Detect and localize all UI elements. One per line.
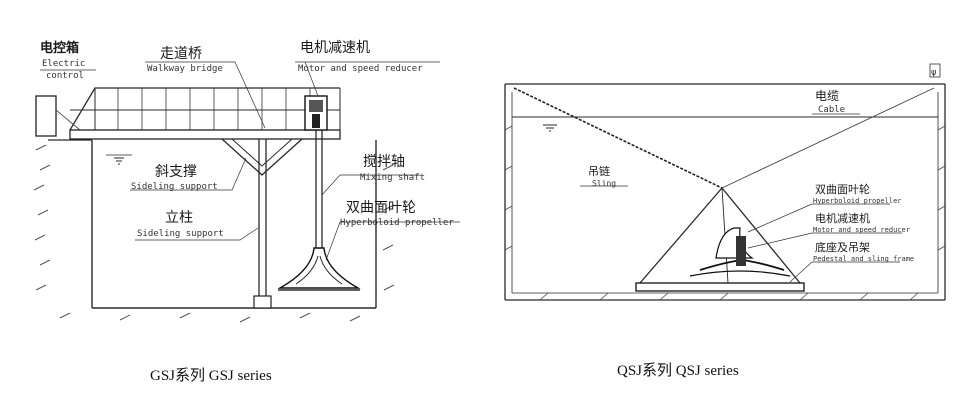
qsj-pedestal: [635, 282, 805, 292]
qsj-tank: [504, 83, 946, 301]
caption-gsj: GSJ系列 GSJ series: [150, 367, 272, 384]
label-shaft-zh: 搅拌轴: [363, 154, 405, 170]
label-base-zh: 底座及吊架: [815, 240, 870, 254]
cable-line: [721, 87, 935, 189]
gsj-tank: [48, 139, 377, 309]
label-control-en2: control: [46, 71, 84, 81]
label-motor-en: Motor and speed reducer: [298, 64, 423, 74]
label-base-en: Pedestal and sling frame: [813, 255, 914, 263]
label-propeller-en: Hyperboloid propeller: [340, 218, 454, 228]
sling-chain: [513, 87, 723, 189]
label-q-motor-zh: 电机减速机: [815, 211, 870, 225]
gsj-diagram: 电控箱 Electric control 走道桥 Walkway bridge …: [33, 40, 460, 384]
corner-mark-box: [929, 63, 941, 78]
motor-reducer: [304, 95, 328, 131]
label-cable-en: Cable: [818, 105, 845, 115]
label-walkway-zh: 走道桥: [160, 46, 202, 62]
label-q-propeller-en: Hyperboloid propeller: [813, 197, 902, 205]
sling-frame: [639, 187, 801, 284]
mixing-shaft: [315, 130, 323, 250]
label-q-propeller-zh: 双曲面叶轮: [815, 182, 870, 196]
sideling-braces: [221, 138, 303, 176]
label-walkway-en: Walkway bridge: [147, 64, 223, 74]
label-q-motor-en: Motor and speed reducer: [813, 226, 910, 234]
walkway-bridge: [69, 87, 341, 140]
qsj-propeller: [689, 227, 791, 277]
label-column-en: Sideling support: [137, 229, 224, 239]
caption-qsj: QSJ系列 QSJ series: [617, 362, 739, 379]
label-brace-zh: 斜支撑: [155, 164, 197, 180]
qsj-diagram: ψ: [504, 63, 946, 379]
label-corner-mark: ψ: [931, 68, 936, 78]
label-motor-zh: 电机减速机: [300, 40, 370, 56]
gsj-leader-lines: [40, 61, 460, 261]
label-propeller-zh: 双曲面叶轮: [346, 200, 416, 216]
label-control-en1: Electric: [42, 59, 85, 69]
electric-control-box: [35, 95, 81, 137]
hyperboloid-propeller: [277, 247, 361, 291]
label-sling-zh: 吊链: [588, 164, 610, 178]
label-control-zh: 电控箱: [40, 40, 79, 56]
support-column: [253, 139, 272, 309]
qsj-water-level: [543, 124, 557, 132]
tank-wall-hatching: [33, 144, 395, 323]
label-column-zh: 立柱: [165, 210, 193, 226]
label-cable-zh: 电缆: [815, 89, 839, 103]
label-brace-en: Sideling support: [131, 182, 218, 192]
qsj-leader-lines: [580, 113, 902, 283]
water-level-mark: [106, 154, 132, 165]
label-shaft-en: Mixing shaft: [360, 173, 425, 183]
label-sling-en: Sling: [592, 179, 616, 188]
